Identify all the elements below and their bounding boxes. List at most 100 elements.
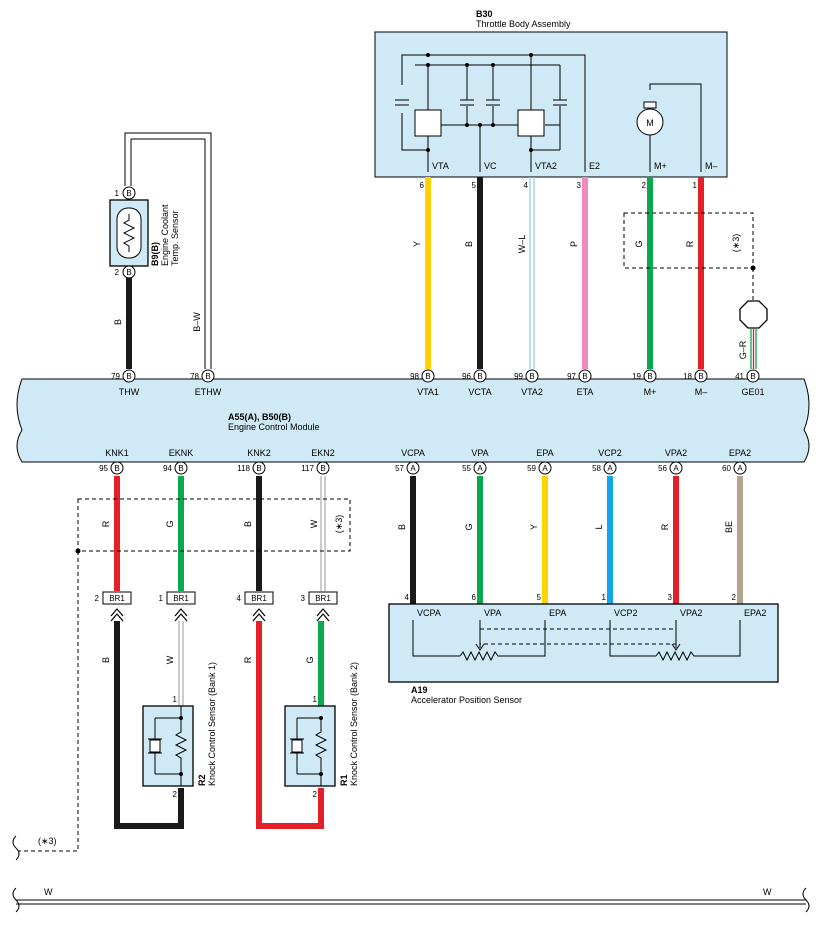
r1-code: R1 bbox=[339, 774, 349, 786]
pin-connector: B bbox=[750, 372, 755, 381]
pin-label: THW bbox=[119, 387, 140, 397]
a19-code: A19 bbox=[411, 685, 428, 695]
wire-label-gr: G–R bbox=[738, 340, 748, 359]
pin-number: 97 bbox=[567, 372, 576, 381]
br1-pin: 3 bbox=[301, 594, 306, 603]
engine-control-module: A55(A), B50(B) Engine Control Module bbox=[16, 378, 810, 463]
pin-label: EPA bbox=[536, 448, 553, 458]
pin-label: VCPA bbox=[401, 448, 425, 458]
junction-dots bbox=[426, 53, 533, 152]
left-shield-note: (∗3) bbox=[38, 836, 57, 846]
pin-connector: A bbox=[737, 464, 743, 473]
b30-pin: 1 bbox=[693, 181, 698, 190]
b30-term-vc: VC bbox=[484, 161, 497, 171]
pin-label: KNK1 bbox=[105, 448, 129, 458]
wire-label: L bbox=[594, 524, 604, 529]
b9-name-2: Temp. Sensor bbox=[170, 210, 180, 266]
a19-term: EPA bbox=[549, 608, 566, 618]
pin-label: EKN2 bbox=[311, 448, 335, 458]
knock-sensor-bank2: 1 2 R1 Knock Control Sensor (Bank 2) bbox=[284, 662, 359, 799]
b9-pin1: 1 bbox=[115, 189, 120, 198]
bus-label-left: W bbox=[44, 887, 53, 897]
a19-pin: 2 bbox=[732, 593, 737, 602]
b30-pin: 2 bbox=[642, 181, 647, 190]
b30-pin: 6 bbox=[420, 181, 425, 190]
wire-label: G bbox=[464, 523, 474, 530]
wire-label: R bbox=[660, 523, 670, 530]
pin-number: 98 bbox=[410, 372, 419, 381]
br1-connectors: BR1 BR1 BR1 BR1 2 1 4 3 bbox=[95, 591, 338, 622]
pin-connector: A bbox=[673, 464, 679, 473]
b30-term-mminus: M– bbox=[705, 161, 718, 171]
r2-pin: 2 bbox=[173, 790, 178, 799]
r1-pin: 2 bbox=[313, 790, 318, 799]
a19-pin: 6 bbox=[472, 593, 477, 602]
wire-label: Y bbox=[529, 524, 539, 530]
pin-label: EPA2 bbox=[729, 448, 751, 458]
pin-connector: A bbox=[607, 464, 613, 473]
pin-connector: B bbox=[698, 372, 703, 381]
pin-number: 59 bbox=[527, 464, 536, 473]
r2-code: R2 bbox=[197, 774, 207, 786]
pin-connector: B bbox=[256, 464, 261, 473]
ecm-code: A55(A), B50(B) bbox=[228, 412, 291, 422]
r2-pin: 1 bbox=[173, 695, 178, 704]
r1-pin: 1 bbox=[313, 695, 318, 704]
r1-name: Knock Control Sensor (Bank 2) bbox=[349, 662, 359, 786]
pin-label: VPA bbox=[471, 448, 488, 458]
pin-label: VPA2 bbox=[665, 448, 687, 458]
ecm-bottom-pins: B95KNK1B94EKNKB118KNK2B117EKN2A57VCPAA55… bbox=[99, 448, 751, 475]
a19-pin: 3 bbox=[668, 593, 673, 602]
wire-label: P bbox=[569, 241, 579, 247]
pin-label: VTA2 bbox=[521, 387, 543, 397]
ecm-bottom-pin: A 56 VPA2 bbox=[658, 448, 687, 475]
wire-label: B bbox=[101, 657, 111, 663]
motor-shield: (∗3) G–R bbox=[623, 212, 768, 369]
shield-note: (∗3) bbox=[334, 515, 344, 534]
pin-connector: B bbox=[320, 464, 325, 473]
pin-connector: B bbox=[425, 372, 430, 381]
wire-label: B bbox=[397, 524, 407, 530]
pin-label: ETA bbox=[577, 387, 594, 397]
wire-vta2 bbox=[529, 177, 535, 369]
pin-label: EKNK bbox=[169, 448, 194, 458]
bottom-w-bus: W W bbox=[12, 887, 810, 913]
pin-label: VTA1 bbox=[417, 387, 439, 397]
throttle-body-assembly: B30 Throttle Body Assembly bbox=[374, 9, 728, 178]
a19-pin: 4 bbox=[405, 593, 410, 602]
pin-connector: B bbox=[205, 372, 210, 381]
wire-label: B bbox=[464, 241, 474, 247]
wire-label: G bbox=[634, 240, 644, 247]
a19-pin: 5 bbox=[537, 593, 542, 602]
pin-number: 55 bbox=[462, 464, 471, 473]
br1-label: BR1 bbox=[173, 594, 189, 603]
pin-connector: B bbox=[529, 372, 534, 381]
wire-label: BE bbox=[724, 521, 734, 533]
pin-number: 56 bbox=[658, 464, 667, 473]
break-mark-icon bbox=[12, 835, 20, 861]
a19-name: Accelerator Position Sensor bbox=[411, 695, 522, 705]
pin-number: 94 bbox=[163, 464, 172, 473]
b9-pin2-conn: B bbox=[126, 268, 131, 277]
coolant-temp-sensor: B 1 B 2 B9(B) Engine Coolant Temp. Senso… bbox=[109, 132, 212, 369]
pin-label: M– bbox=[695, 387, 708, 397]
wire-label: W–L bbox=[517, 235, 527, 254]
a19-term: VCPA bbox=[417, 608, 441, 618]
pin-number: 19 bbox=[632, 372, 641, 381]
pin-connector: A bbox=[542, 464, 548, 473]
wire-label: R bbox=[101, 520, 111, 527]
b30-term-vta2: VTA2 bbox=[535, 161, 557, 171]
knock-wires-upper: R G B W bbox=[101, 476, 326, 591]
wire-label: G bbox=[305, 656, 315, 663]
